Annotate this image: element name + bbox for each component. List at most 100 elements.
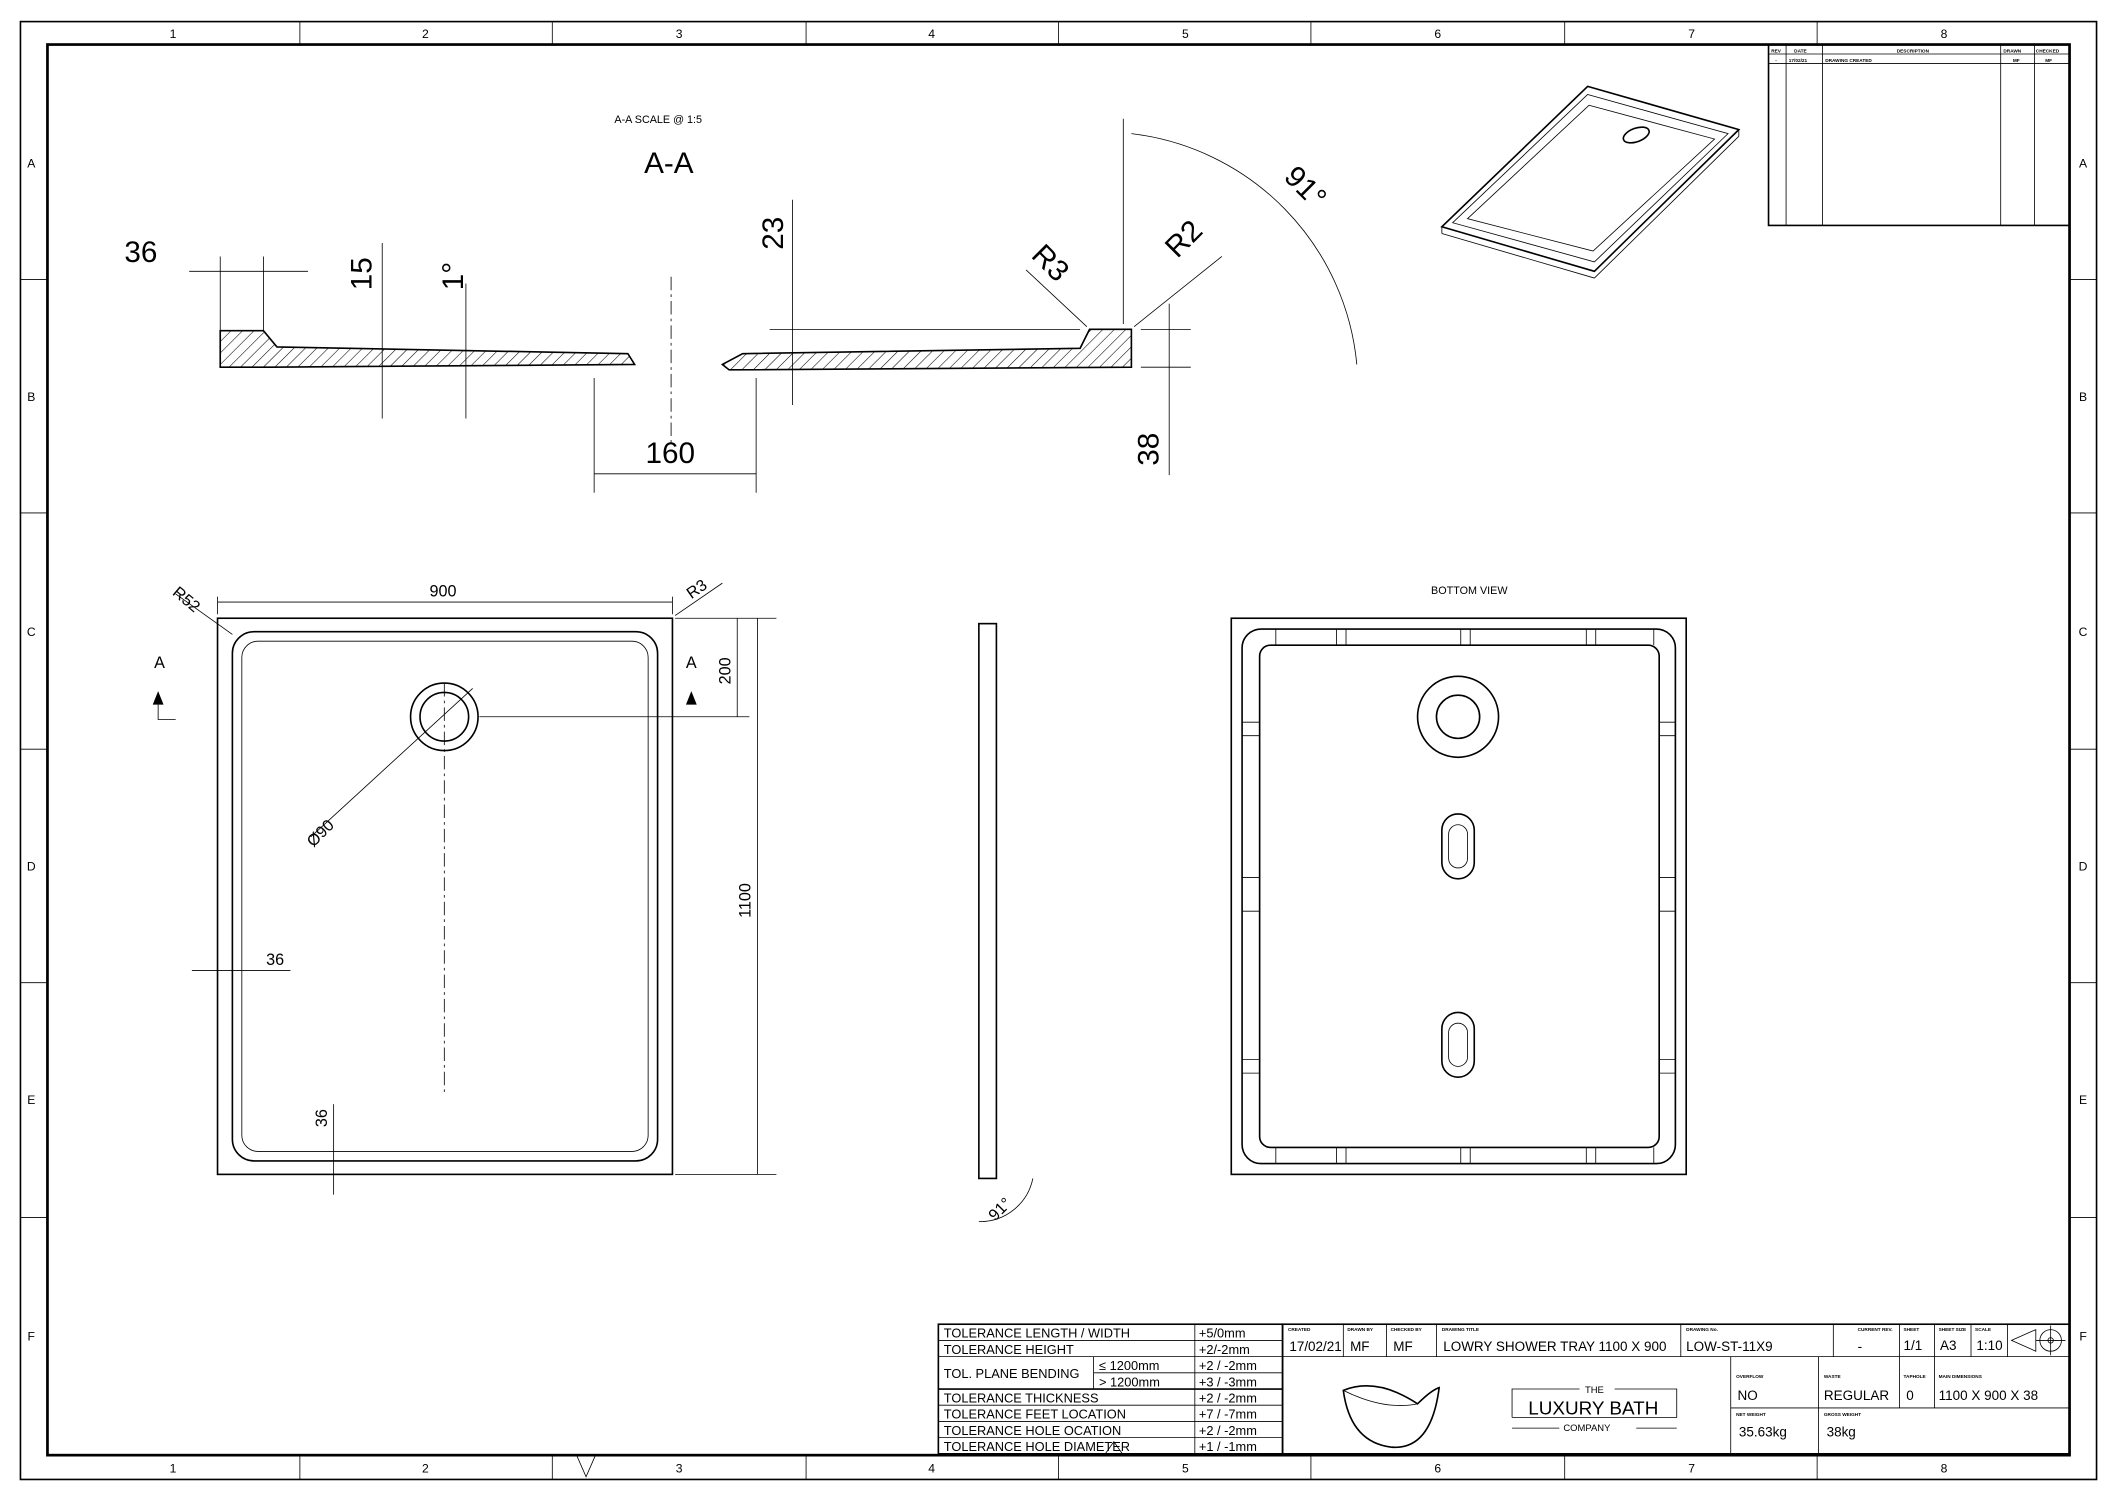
row-label: B bbox=[27, 390, 35, 404]
net-weight-label: NET WEIGHT bbox=[1736, 1412, 1766, 1418]
main-dimensions-label: MAIN DIMENSIONS bbox=[1939, 1374, 1982, 1380]
sheet-size-value: A3 bbox=[1940, 1338, 1956, 1353]
logo-name: LUXURY BATH bbox=[1528, 1399, 1658, 1420]
logo-company: COMPANY bbox=[1563, 1423, 1611, 1434]
dim-160: 160 bbox=[645, 437, 695, 470]
tolerance-table: TOLERANCE LENGTH / WIDTH +5/0mm TOLERANC… bbox=[937, 1323, 1284, 1455]
drawn-cell: MF bbox=[2013, 58, 2020, 64]
dim-36-bottom: 36 bbox=[313, 1109, 331, 1127]
waste-value: REGULAR bbox=[1824, 1388, 1889, 1403]
tolerance-label: TOLERANCE LENGTH / WIDTH bbox=[944, 1326, 1130, 1341]
col-label: 2 bbox=[422, 1462, 429, 1476]
col-label: 8 bbox=[1941, 27, 1948, 41]
drawn-by-value: MF bbox=[1350, 1339, 1369, 1354]
bottom-view-title: BOTTOM VIEW bbox=[1431, 585, 1508, 597]
col-label: 5 bbox=[1182, 1462, 1189, 1476]
checked-by-label: CHECKED BY bbox=[1391, 1327, 1423, 1333]
tolerance-label: TOLERANCE HOLE OCATION bbox=[944, 1423, 1122, 1438]
rev-cell: - bbox=[1775, 59, 1777, 64]
tolerance-value: +2 / -2mm bbox=[1199, 1423, 1257, 1438]
created-label: CREATED bbox=[1288, 1327, 1311, 1333]
row-label: A bbox=[2079, 156, 2088, 170]
section-right-profile bbox=[720, 328, 1133, 371]
dim-200: 200 bbox=[716, 657, 734, 684]
dim-r3-plan: R3 bbox=[683, 576, 710, 603]
taphole-value: 0 bbox=[1906, 1388, 1914, 1403]
dim-91-degree: 91° bbox=[1278, 160, 1333, 215]
tolerance-value: +2 / -2mm bbox=[1199, 1391, 1257, 1406]
dim-1-degree: 1° bbox=[437, 262, 470, 290]
overflow-value: NO bbox=[1737, 1388, 1757, 1403]
side-angle-91: 91° bbox=[985, 1194, 1015, 1224]
col-label: 7 bbox=[1688, 27, 1695, 41]
dim-38: 38 bbox=[1132, 433, 1165, 466]
grid-row-labels: A B C D E F A B C D E F bbox=[27, 156, 2088, 1343]
revision-table: REV DATE DESCRIPTION DRAWN CHECKED - 17/… bbox=[1767, 43, 2071, 227]
title-block: CREATED 17/02/21 DRAWN BY MF CHECKED BY … bbox=[1281, 1323, 2071, 1455]
plan-view: Ø90 900 R52 R3 A A 200 1100 36 36 bbox=[152, 576, 777, 1195]
date-header: DATE bbox=[1794, 49, 1807, 55]
scale-value: 1:10 bbox=[1976, 1338, 2002, 1353]
tolerance-label: TOL. PLANE BENDING bbox=[944, 1366, 1080, 1381]
drawing-no-label: DRAWING No. bbox=[1686, 1327, 1718, 1333]
col-label: 3 bbox=[676, 1462, 683, 1476]
section-view-a-a: A-A SCALE @ 1:5 A-A 36 15 1° 23 160 R3 R… bbox=[124, 114, 1358, 493]
drawing-title-label: DRAWING TITLE bbox=[1442, 1327, 1479, 1333]
tolerance-label: TOLERANCE HEIGHT bbox=[944, 1342, 1074, 1357]
dim-r52: R52 bbox=[169, 583, 203, 616]
dim-36: 36 bbox=[124, 236, 157, 269]
tolerance-value: +5/0mm bbox=[1199, 1326, 1246, 1341]
tolerance-label: TOLERANCE FEET LOCATION bbox=[944, 1407, 1126, 1422]
checked-header: CHECKED bbox=[2036, 49, 2060, 55]
dim-36-side: 36 bbox=[266, 951, 284, 969]
col-label: 1 bbox=[170, 1462, 177, 1476]
dim-r2: R2 bbox=[1159, 214, 1209, 264]
section-mark-left: A bbox=[154, 654, 165, 672]
row-label: F bbox=[28, 1329, 35, 1343]
checked-cell: MF bbox=[2045, 58, 2052, 64]
col-label: 5 bbox=[1182, 27, 1189, 41]
col-label: 7 bbox=[1688, 1462, 1695, 1476]
row-label: A bbox=[27, 156, 36, 170]
created-value: 17/02/21 bbox=[1289, 1339, 1342, 1354]
tolerance-value: +3 / -3mm bbox=[1199, 1374, 1257, 1389]
side-view: 91° bbox=[978, 622, 1034, 1224]
gross-weight-label: GROSS WEIGHT bbox=[1824, 1412, 1861, 1418]
dim-23: 23 bbox=[757, 217, 790, 250]
tolerance-value: +1 / -1mm bbox=[1199, 1439, 1257, 1454]
row-label: E bbox=[2079, 1093, 2087, 1107]
centering-marks bbox=[576, 1440, 1124, 1478]
section-caption: A-A SCALE @ 1:5 bbox=[614, 114, 702, 126]
description-header: DESCRIPTION bbox=[1897, 49, 1930, 55]
col-label: 2 bbox=[422, 27, 429, 41]
logo-the: THE bbox=[1585, 1385, 1604, 1396]
row-label: E bbox=[27, 1093, 35, 1107]
col-label: 3 bbox=[676, 27, 683, 41]
current-rev-value: - bbox=[1858, 1339, 1863, 1354]
row-label: F bbox=[2079, 1329, 2086, 1343]
dim-r3: R3 bbox=[1025, 238, 1075, 288]
description-cell: DRAWING CREATED bbox=[1825, 58, 1872, 64]
tolerance-label: TOLERANCE THICKNESS bbox=[944, 1391, 1099, 1406]
row-label: C bbox=[27, 625, 36, 639]
col-label: 4 bbox=[928, 1462, 935, 1476]
tolerance-value: +2 / -2mm bbox=[1199, 1358, 1257, 1373]
tolerance-condition: ≤ 1200mm bbox=[1099, 1358, 1159, 1373]
scale-label: SCALE bbox=[1975, 1327, 1991, 1333]
checked-by-value: MF bbox=[1393, 1339, 1412, 1354]
sheet-size-label: SHEET SIZE bbox=[1939, 1327, 1967, 1333]
waste-label: WASTE bbox=[1824, 1374, 1841, 1380]
bottom-view: BOTTOM VIEW bbox=[1230, 585, 1687, 1176]
tolerance-label: TOLERANCE HOLE DIAMETER bbox=[944, 1439, 1130, 1454]
drawing-no-value: LOW-ST-11X9 bbox=[1686, 1339, 1772, 1354]
dim-15: 15 bbox=[345, 257, 378, 290]
tolerance-condition: > 1200mm bbox=[1099, 1374, 1160, 1389]
third-angle-projection-icon bbox=[2010, 1325, 2066, 1356]
col-label: 6 bbox=[1434, 27, 1441, 41]
col-label: 4 bbox=[928, 27, 935, 41]
grid-column-labels: 1 2 3 4 5 6 7 8 1 2 3 4 5 6 7 8 bbox=[170, 27, 1948, 1476]
taphole-label: TAPHOLE bbox=[1904, 1374, 1926, 1380]
overflow-label: OVERFLOW bbox=[1736, 1374, 1764, 1380]
dim-1100: 1100 bbox=[737, 883, 755, 918]
row-label: D bbox=[2079, 860, 2088, 874]
